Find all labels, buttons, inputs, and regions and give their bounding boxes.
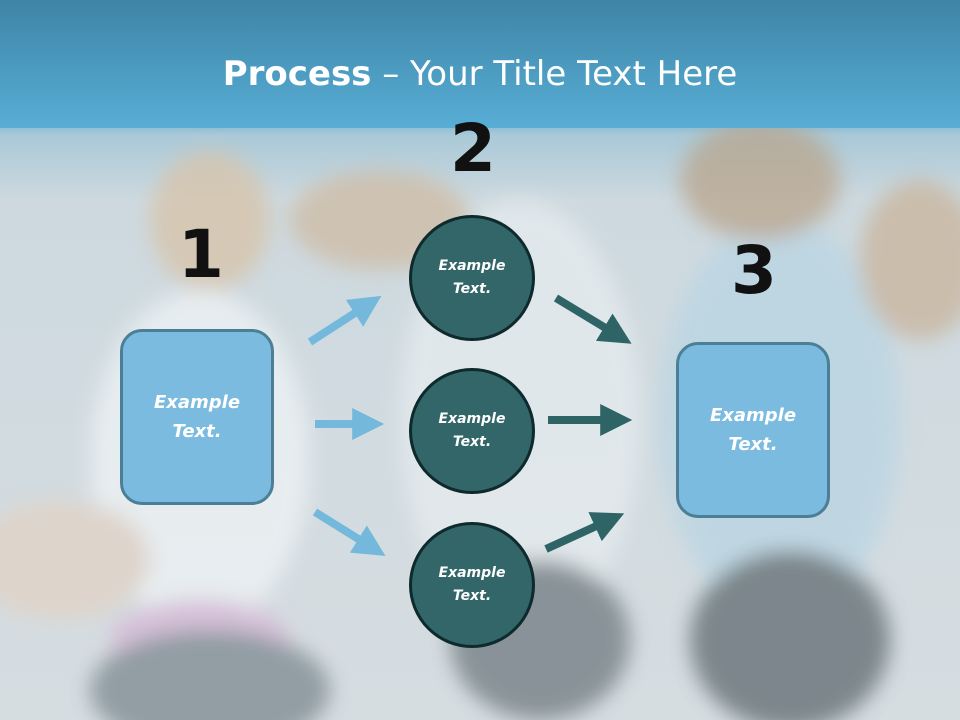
circle-bottom-line1: Example [438, 565, 506, 581]
circle-middle-text: Example Text. [422, 408, 522, 454]
right-box-line1: Example [709, 405, 797, 426]
left-box-text: Example Text. [137, 388, 257, 446]
process-circle-top[interactable]: Example Text. [409, 215, 535, 341]
left-box-line1: Example [153, 392, 241, 413]
circle-top-line2: Text. [452, 281, 492, 297]
circle-middle-line1: Example [438, 411, 506, 427]
circle-bottom-line2: Text. [452, 588, 492, 604]
arrow-right-icon [553, 294, 632, 344]
step-number-2: 2 [450, 110, 496, 187]
process-circle-middle[interactable]: Example Text. [409, 368, 535, 494]
circle-top-text: Example Text. [422, 255, 522, 301]
step-number-1: 1 [178, 216, 224, 293]
circle-middle-line2: Text. [452, 434, 492, 450]
left-box-line2: Text. [172, 421, 222, 442]
step-number-3: 3 [731, 232, 777, 309]
right-process-box[interactable]: Example Text. [676, 342, 830, 518]
slide-title: Process – Your Title Text Here [0, 52, 960, 96]
process-circle-bottom[interactable]: Example Text. [409, 522, 535, 648]
arrow-right-icon [307, 295, 382, 346]
arrow-right-icon [544, 512, 625, 553]
right-box-text: Example Text. [693, 401, 813, 459]
circle-bottom-text: Example Text. [422, 562, 522, 608]
circle-top-line1: Example [438, 258, 506, 274]
title-bold: Process [222, 54, 372, 94]
arrow-right-icon [312, 508, 386, 556]
title-rest: – Your Title Text Here [371, 54, 738, 94]
right-box-line2: Text. [728, 434, 778, 455]
left-process-box[interactable]: Example Text. [120, 329, 274, 505]
